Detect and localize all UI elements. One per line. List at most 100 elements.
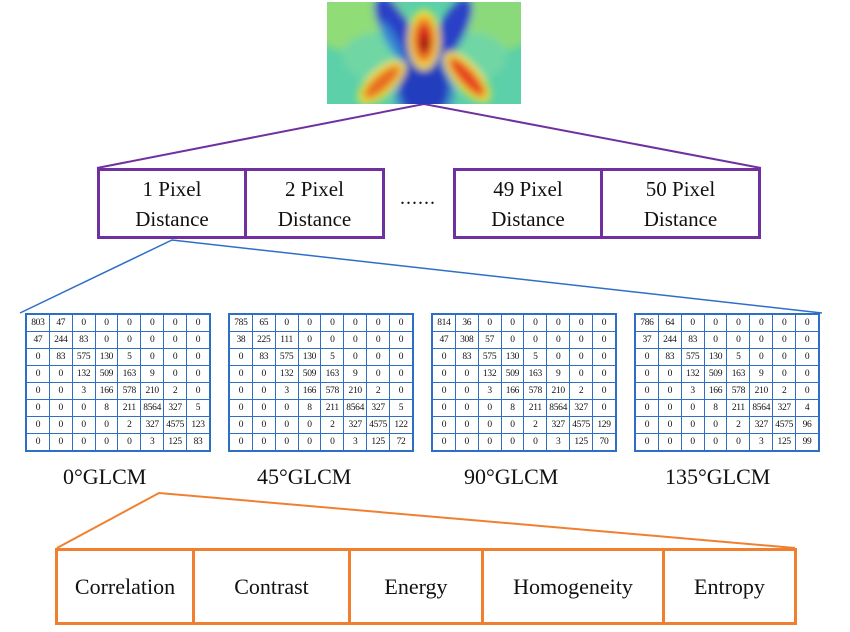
glcm-cell: 111 [274,331,299,349]
glcm-cell: 0 [163,365,188,383]
glcm-cell: 0 [500,433,525,452]
glcm-cell: 36 [454,313,479,332]
glcm-cell: 0 [186,313,211,332]
glcm-cell: 509 [500,365,525,383]
glcm-cell: 3 [546,433,571,452]
glcm-cell: 83 [657,348,682,366]
glcm-cell: 130 [703,348,728,366]
glcm-cell: 0 [186,331,211,349]
distance-box-1: 1 Pixel Distance [100,171,244,236]
glcm-cell: 803 [25,313,50,332]
glcm-cell: 8 [94,399,119,417]
texture-features-group: Correlation Contrast Energy Homogeneity … [55,548,797,625]
distance-sublabel: Distance [643,206,718,231]
glcm-cell: 0 [546,313,571,332]
glcm-cell: 0 [772,348,797,366]
glcm-cell: 0 [389,331,414,349]
glcm-cell: 0 [320,313,345,332]
glcm-cell: 0 [186,348,211,366]
glcm-cell: 0 [454,433,479,452]
glcm-cell: 0 [726,331,751,349]
glcm-cell: 0 [795,348,820,366]
glcm-cell: 225 [251,331,276,349]
glcm-cell: 9 [749,365,774,383]
glcm-cell: 0 [297,416,322,434]
glcm-cell: 0 [343,313,368,332]
glcm-cell: 0 [25,416,50,434]
glcm-cell: 785 [228,313,253,332]
glcm-cell: 0 [71,433,96,452]
glcm-cell: 0 [703,331,728,349]
glcm-cell: 83 [251,348,276,366]
glcm-cell: 0 [569,313,594,332]
glcm-cell: 0 [454,399,479,417]
glcm-cell: 8564 [140,399,165,417]
glcm-cell: 0 [523,313,548,332]
glcm-cell: 0 [523,433,548,452]
glcm-cell: 575 [680,348,705,366]
glcm-cell: 2 [523,416,548,434]
glcm-cell: 122 [389,416,414,434]
glcm-cell: 0 [274,433,299,452]
glcm-cell: 5 [726,348,751,366]
glcm-cell: 0 [523,331,548,349]
glcm-cell: 327 [749,416,774,434]
glcm-cell: 0 [94,313,119,332]
glcm-cell: 9 [546,365,571,383]
glcm-cell: 3 [343,433,368,452]
glcm-cell: 0 [25,399,50,417]
distance-group-right: 49 Pixel Distance 50 Pixel Distance [453,168,761,239]
glcm-cell: 0 [389,313,414,332]
glcm-cell: 0 [25,348,50,366]
glcm-cell: 575 [274,348,299,366]
glcm-cell: 0 [117,433,142,452]
distance-label: 1 Pixel [142,176,202,201]
glcm-cell: 211 [523,399,548,417]
glcm-cell: 0 [48,433,73,452]
glcm-cell: 0 [795,331,820,349]
glcm-cell: 2 [366,382,391,400]
glcm-cell: 38 [228,331,253,349]
glcm-cell: 0 [297,433,322,452]
glcm-cell: 83 [454,348,479,366]
glcm-cell: 9 [343,365,368,383]
glcm-cell: 0 [772,365,797,383]
glcm-cell: 163 [117,365,142,383]
glcm-cell: 8 [500,399,525,417]
glcm-cell: 2 [320,416,345,434]
glcm-cell: 0 [477,313,502,332]
glcm-cell: 0 [680,433,705,452]
glcm-cell: 0 [454,382,479,400]
glcm-cell: 578 [523,382,548,400]
glcm-cell: 125 [163,433,188,452]
glcm-cell: 4575 [772,416,797,434]
glcm-cell: 0 [48,399,73,417]
glcm-cell: 0 [500,313,525,332]
glcm-cell: 0 [94,331,119,349]
glcm-cell: 70 [592,433,617,452]
glcm-cell: 0 [657,399,682,417]
glcm-cell: 0 [163,348,188,366]
glcm-cell: 8564 [546,399,571,417]
glcm-cell: 0 [477,416,502,434]
glcm-cell: 132 [477,365,502,383]
glcm-cell: 210 [749,382,774,400]
glcm-cell: 0 [48,382,73,400]
glcm-cell: 0 [343,348,368,366]
glcm-cell: 130 [94,348,119,366]
glcm-cell: 244 [48,331,73,349]
glcm-cell: 0 [569,348,594,366]
glcm-cell: 0 [228,399,253,417]
